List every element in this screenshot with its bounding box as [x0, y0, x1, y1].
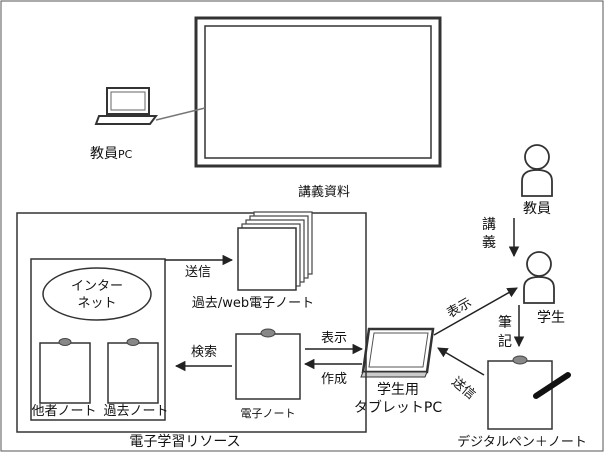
display-label: 表示	[321, 331, 347, 346]
create-label: 作成	[321, 372, 347, 387]
lecture-char-1: 講	[482, 217, 496, 233]
lecture-materials-label: 講義資料	[298, 184, 350, 200]
lecture-char-2: 義	[482, 234, 496, 251]
lecture-screen	[194, 16, 442, 168]
send-label: 送信	[185, 265, 211, 280]
search-label: 検索	[191, 345, 217, 360]
e-note-label: 電子ノート	[241, 407, 296, 420]
teacher-label: 教員	[523, 201, 551, 217]
teacher-pc-label: 教員PC	[90, 146, 133, 162]
internet-bubble	[42, 267, 152, 321]
display-diag-arrow	[433, 287, 518, 336]
writing-char-2: 記	[498, 333, 512, 350]
e-learning-resources-label: 電子学習リソース	[129, 434, 240, 450]
student-tablet-label-1: 学生用	[377, 382, 419, 398]
writing-char-1: 筆	[498, 315, 512, 331]
send-diag-label: 送信	[448, 375, 478, 403]
e-learning-resources-frame	[16, 212, 367, 433]
past-notes-icon	[107, 338, 159, 404]
student-tablet-label-2: タブレットPC	[354, 399, 442, 416]
display-diag-label: 表示	[445, 295, 475, 321]
e-note-icon	[235, 328, 301, 400]
student-label: 学生	[537, 310, 565, 326]
internet-label-2: ネット	[77, 296, 116, 311]
others-notes-icon	[39, 338, 91, 404]
send-diag-arrow	[437, 347, 485, 376]
past-web-notes-label: 過去/web電子ノート	[192, 296, 314, 311]
digital-pen-note-icon	[487, 355, 571, 430]
teacher-laptop-icon	[94, 87, 158, 125]
others-notes-label: 他者ノート	[31, 404, 96, 419]
past-notes-label: 過去ノート	[103, 404, 168, 419]
internet-frame	[30, 258, 166, 421]
student-person-icon	[523, 251, 555, 304]
student-tablet-icon	[360, 327, 435, 378]
laptop-screen-connection	[155, 107, 206, 121]
digital-pen-note-label: デジタルペン＋ノート	[457, 434, 587, 450]
internet-label-1: インター	[71, 279, 123, 294]
past-web-notes-stack-icon	[237, 211, 313, 291]
teacher-person-icon	[521, 144, 553, 197]
